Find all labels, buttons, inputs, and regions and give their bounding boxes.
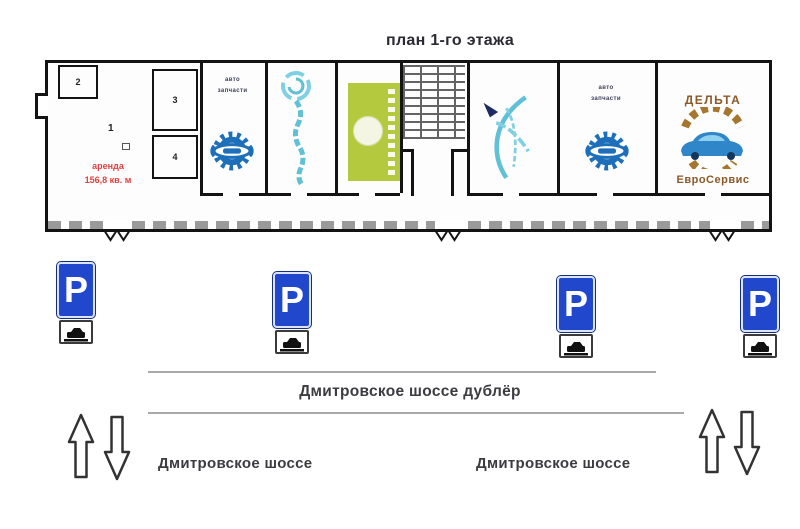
side-entrance-door [35, 93, 48, 119]
partition-wall [557, 63, 560, 193]
building-outline: 2 3 4 1 аренда 156,8 кв. м [35, 60, 772, 232]
front-wall [375, 193, 400, 196]
rent-label: аренда 156,8 кв. м [64, 159, 152, 188]
front-wall [335, 193, 359, 196]
room-2-label: 2 [75, 77, 81, 87]
partition-wall [467, 63, 470, 193]
parking-icon: P [557, 276, 595, 332]
road-label-left: Дмитровское шоссе [158, 455, 313, 472]
double-door-icon [708, 229, 736, 242]
gear-wrench-icon [585, 131, 629, 171]
window-wall [48, 221, 769, 229]
vestibule-wall [411, 149, 414, 196]
down-arrow-icon [103, 415, 131, 481]
car-icon [64, 328, 88, 342]
car-icon [564, 342, 588, 356]
delta-service: ЕвроСервис [676, 174, 750, 186]
autoparts-line1: авто [598, 85, 614, 91]
partition-wall [400, 63, 403, 193]
road-label-dubler: Дмитровское шоссе дублёр [299, 383, 521, 400]
road-line-top [148, 371, 656, 373]
autoparts-line2: запчасти [591, 95, 621, 102]
parking-letter: P [563, 283, 588, 324]
parking-letter: P [279, 279, 304, 320]
room-4: 4 [152, 135, 198, 179]
room-1-label: 1 [108, 123, 114, 134]
down-arrow-icon [733, 410, 761, 476]
parking-icon: P [57, 262, 95, 318]
front-wall [557, 193, 597, 196]
front-wall [519, 193, 557, 196]
room-1-symbol [122, 143, 130, 150]
partition-wall [655, 63, 658, 193]
parking-sign-1: P [56, 262, 96, 344]
rent-line1: аренда [92, 161, 124, 171]
room-2: 2 [58, 65, 98, 99]
delta-name: ДЕЛЬТА [684, 93, 742, 107]
double-door-icon [434, 229, 462, 242]
front-wall [467, 193, 503, 196]
banner-vertical-text [388, 89, 395, 175]
gear-wrench-icon [210, 131, 254, 171]
room-3-label: 3 [172, 95, 178, 105]
parking-sign-3: P [556, 276, 596, 358]
front-wall [307, 193, 335, 196]
front-wall [721, 193, 769, 196]
room-3: 3 [152, 69, 198, 131]
front-wall [655, 193, 705, 196]
page-title: план 1-го этажа [385, 32, 515, 49]
front-wall [200, 193, 223, 196]
banner-emblem [353, 116, 383, 146]
entrance-gap [435, 220, 465, 229]
autoparts-line2: запчасти [217, 87, 248, 94]
autoparts-line1: авто [224, 77, 241, 83]
double-door-icon [103, 229, 131, 242]
delta-logo: ДЕЛЬТА ЕвроСервис [660, 93, 766, 186]
entrance-gap [710, 220, 737, 229]
up-arrow-icon [67, 413, 95, 479]
road-line-bottom [148, 412, 684, 414]
parking-sign-4: P [740, 276, 780, 358]
front-wall [265, 193, 291, 196]
stairs-icon [403, 65, 465, 139]
parking-icon: P [741, 276, 779, 332]
parking-car-plate [743, 334, 777, 358]
partition-wall [200, 63, 203, 193]
car-icon [748, 342, 772, 356]
teal-swirl-logo [281, 71, 311, 187]
entrance-gap [105, 220, 131, 229]
up-arrow-icon [698, 408, 726, 474]
car-icon [280, 338, 304, 352]
green-banner-logo [348, 83, 400, 181]
autoparts-label-1: авто запчасти [200, 75, 265, 97]
rent-line2: 156,8 кв. м [84, 175, 132, 186]
road-label-right: Дмитровское шоссе [476, 455, 631, 472]
room-4-label: 4 [172, 152, 178, 162]
partition-wall [335, 63, 338, 193]
parking-icon: P [273, 272, 311, 328]
front-wall [239, 193, 265, 196]
front-wall [613, 193, 655, 196]
autoparts-label-2: авто запчасти [568, 83, 644, 105]
vestibule-wall [451, 149, 454, 196]
partition-wall [265, 63, 268, 193]
vestibule-wall [400, 149, 414, 152]
parking-car-plate [59, 320, 93, 344]
parking-car-plate [559, 334, 593, 358]
parking-letter: P [63, 269, 88, 310]
vestibule-wall [454, 149, 467, 152]
parking-car-plate [275, 330, 309, 354]
delta-car-icon [681, 103, 745, 178]
parking-sign-2: P [272, 272, 312, 354]
teal-fish-logo [483, 95, 530, 180]
parking-letter: P [747, 283, 772, 324]
